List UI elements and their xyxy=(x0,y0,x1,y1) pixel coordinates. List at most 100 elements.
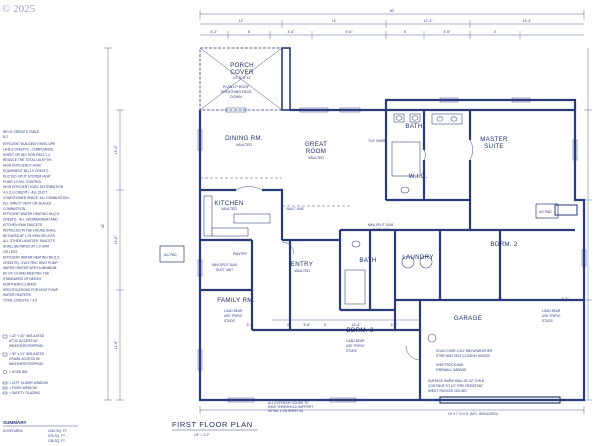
credit-line: WATER HEATER WITH A MINIMUM xyxy=(3,266,57,270)
bath2-label: BATH xyxy=(359,257,376,264)
dim-top-row2-3: 4'-6" xyxy=(288,30,296,34)
dim-top-seg-2: 14' xyxy=(332,19,337,23)
exterior-walls xyxy=(198,98,586,402)
top-dimensions: 60' 12' 14' 12'-4" 15'-4" 4'-2" 6' 4'-6"… xyxy=(199,9,585,39)
pantry-label: PANTRY xyxy=(233,252,248,256)
plan-notes: TILE SHWR MINI-SPLIT SLIM DUCT UNIT MINI… xyxy=(164,139,561,416)
credit-line: EFFICIENT BUILDING ENVELOPE xyxy=(3,142,56,146)
load-bear-1c: STUDS xyxy=(224,319,235,323)
dining-sub: VAULTED xyxy=(236,143,252,147)
porch-sub1: COVER xyxy=(230,69,254,76)
credit-line: EFFICIENT WATER HEATING 5B (1.5 xyxy=(3,255,59,259)
bdrm3-label: BDRM. 3 xyxy=(346,327,373,334)
credit-line: BE RATED AT 1.75 GPM OR LESS xyxy=(3,234,56,238)
left-dimensions: 42' 13'-4" 14'-0" 11'-8" xyxy=(101,47,124,401)
credit-line: 4-3 (1.0 CREDIT) - ALL DUCT xyxy=(3,191,47,195)
garage-note-1: SOLID CORE 1-3/4" MIN W/WEATHER xyxy=(436,349,493,353)
garage-note-3: SURFACE WARM WALL IN 1/2" G.W.B. xyxy=(428,379,485,383)
ext-door-note-3: DETAIL 1 ON SHEET A4 xyxy=(268,409,303,413)
credit-line: CREDIT) - ALL SHOWERHEAD AND xyxy=(3,218,58,222)
master-label2: SUITE xyxy=(484,143,504,150)
dining-label: DINING RM. xyxy=(225,135,263,142)
credit-line: OR LESS xyxy=(3,250,18,254)
plan-scale: 1/4" = 1'-0" xyxy=(194,433,210,437)
dim-left-overall: 42' xyxy=(101,223,105,228)
load-bear-1: LOAD BEAR xyxy=(224,309,243,313)
credit-line: TOTAL CREDITS = 4.5 xyxy=(3,299,37,303)
minisplit-note-2: MINI-SPLIT SLIM xyxy=(212,263,237,267)
dim-bottom-1: 3'-4" xyxy=(247,323,255,327)
credit-line: EQUIPMENT 3B (1.0 CREDIT) xyxy=(3,169,48,173)
minisplit-note-1: MINI-SPLIT SLIM xyxy=(368,223,393,227)
dim-overall-top: 60' xyxy=(390,9,395,13)
credit-line: INSTALLED IN THE HOUSE SHALL xyxy=(3,228,57,232)
garage-note-3b: CONTINUE TO 1/2" FIRE RESISTANT xyxy=(428,384,483,388)
credits-title: IRC/IY CREDITS TABLE xyxy=(3,130,40,134)
laundry-label: LAUNDRY xyxy=(402,254,434,261)
legend-line: WEATHERSTRIPPING xyxy=(9,362,43,366)
dim-top-row2-4: 9'-6" xyxy=(346,30,354,34)
credit-line: SHEET OR SECTION R402.1.4 xyxy=(3,153,50,157)
dim-bottom-3: 5'-8" xyxy=(304,323,312,327)
legend-line: = LEFT SLIDER WINDOW xyxy=(9,381,49,385)
kitchen-sub: VAULTED xyxy=(221,207,237,211)
legend-line: CRAWL ACCESS W/ xyxy=(9,357,40,361)
load-bear-2b: USE TRIPLE xyxy=(346,344,365,348)
dim-bottom-4: 4' xyxy=(324,323,327,327)
entry-sub: VAULTED xyxy=(294,269,310,273)
plan-title-block: FIRST FLOOR PLAN 1/4" = 1'-0" xyxy=(172,420,258,437)
porch-note2: SHEATHING FACE xyxy=(220,90,252,94)
credit-line: KITCHEN SINK FAUCETS xyxy=(3,223,43,227)
summary-row-value: 138 SQ. FT. xyxy=(48,439,66,443)
credit-line: HIGH EFFICIENCY HVAC xyxy=(3,164,42,168)
ext-door-note-2: HAVE THRESHOLD SUPPORT xyxy=(268,405,313,409)
legend-line: ATTIC ACCESS W/ xyxy=(9,339,38,343)
load-bear-2: LOAD BEAR xyxy=(346,339,365,343)
credit-line: ALL OTHER LAVATORY FAUCETS xyxy=(3,239,56,243)
dim-top-row2-1: 4'-2" xyxy=(211,30,219,34)
dim-top-seg-4: 15'-4" xyxy=(523,19,533,23)
porch-sub2: 14'-0" X 11' xyxy=(233,76,251,80)
dim-top-seg-3: 12'-4" xyxy=(424,19,434,23)
tile-shower-note: TILE SHWR xyxy=(368,139,386,143)
dim-top-row2-2: 6' xyxy=(248,30,251,34)
credit-line: CREDITS) - ELECTRIC HEAT PUMP xyxy=(3,261,58,265)
credit-line: EFFICIENT WATER HEATING 5A (0.5 xyxy=(3,212,59,216)
porch-note3: DOWN xyxy=(230,95,242,99)
dim-top-row2-6: 4'-6" xyxy=(444,30,452,34)
dim-bottom-2: 4' xyxy=(287,323,290,327)
credit-line: PUMP, 10 HVL CONTROL xyxy=(3,180,42,184)
load-bear-3b: USE TRIPLE xyxy=(542,314,561,318)
credit-line: COMBUSTION xyxy=(3,207,26,211)
ext-door-note-1: ALL EXTERIOR DOORS TO xyxy=(268,401,309,405)
dim-left-seg-3: 11'-8" xyxy=(114,340,118,349)
legend-line: = FIXED WINDOW xyxy=(9,386,38,390)
load-bear-3: LOAD BEAR xyxy=(542,309,561,313)
porch-note1: PLAN-LP ROOF xyxy=(223,85,250,89)
credit-line: DUCTED SPLIT SYSTEM HEAT xyxy=(3,174,51,178)
legend-line: = HOSE BIB xyxy=(9,370,28,374)
porch-area: PORCH COVER 14'-0" X 11' PLAN-LP ROOF SH… xyxy=(199,47,291,111)
minisplit-note-1b: DUCT UNIT xyxy=(372,228,389,232)
bath1-label: BATH xyxy=(405,123,422,130)
garage-label: GARAGE xyxy=(454,315,482,322)
family-label: FAMILY RM. xyxy=(217,297,255,304)
legend-line: = 22" x 30" INSULATED xyxy=(9,334,45,338)
summary-title: SUMMARY xyxy=(3,420,27,425)
summary-row-label: DOOR AREA xyxy=(3,429,23,433)
credits-table: IRC/IY CREDITS TABLE B-2 EFFICIENT BUILD… xyxy=(3,130,69,303)
great-room-sub: VAULTED xyxy=(308,156,324,160)
legend-line: WEATHERSTRIPPING xyxy=(9,344,43,348)
credit-line: 1A-B-3 CREDITS - COMPLIANCE xyxy=(3,147,54,151)
watermark: © 2025 xyxy=(2,3,36,15)
summary-row-value: 2240 SQ. FT. xyxy=(48,429,68,433)
vault-line-note: VAULT LINE xyxy=(286,207,304,211)
great-room-label: GREAT xyxy=(305,141,327,148)
dim-top-row2-5: 5' xyxy=(404,30,407,34)
credit-line: EF OF 2.0 AND MEETING THE xyxy=(3,272,50,276)
credit-line: CONDITIONED SPACE, ALL COMBUSTION xyxy=(3,196,69,200)
